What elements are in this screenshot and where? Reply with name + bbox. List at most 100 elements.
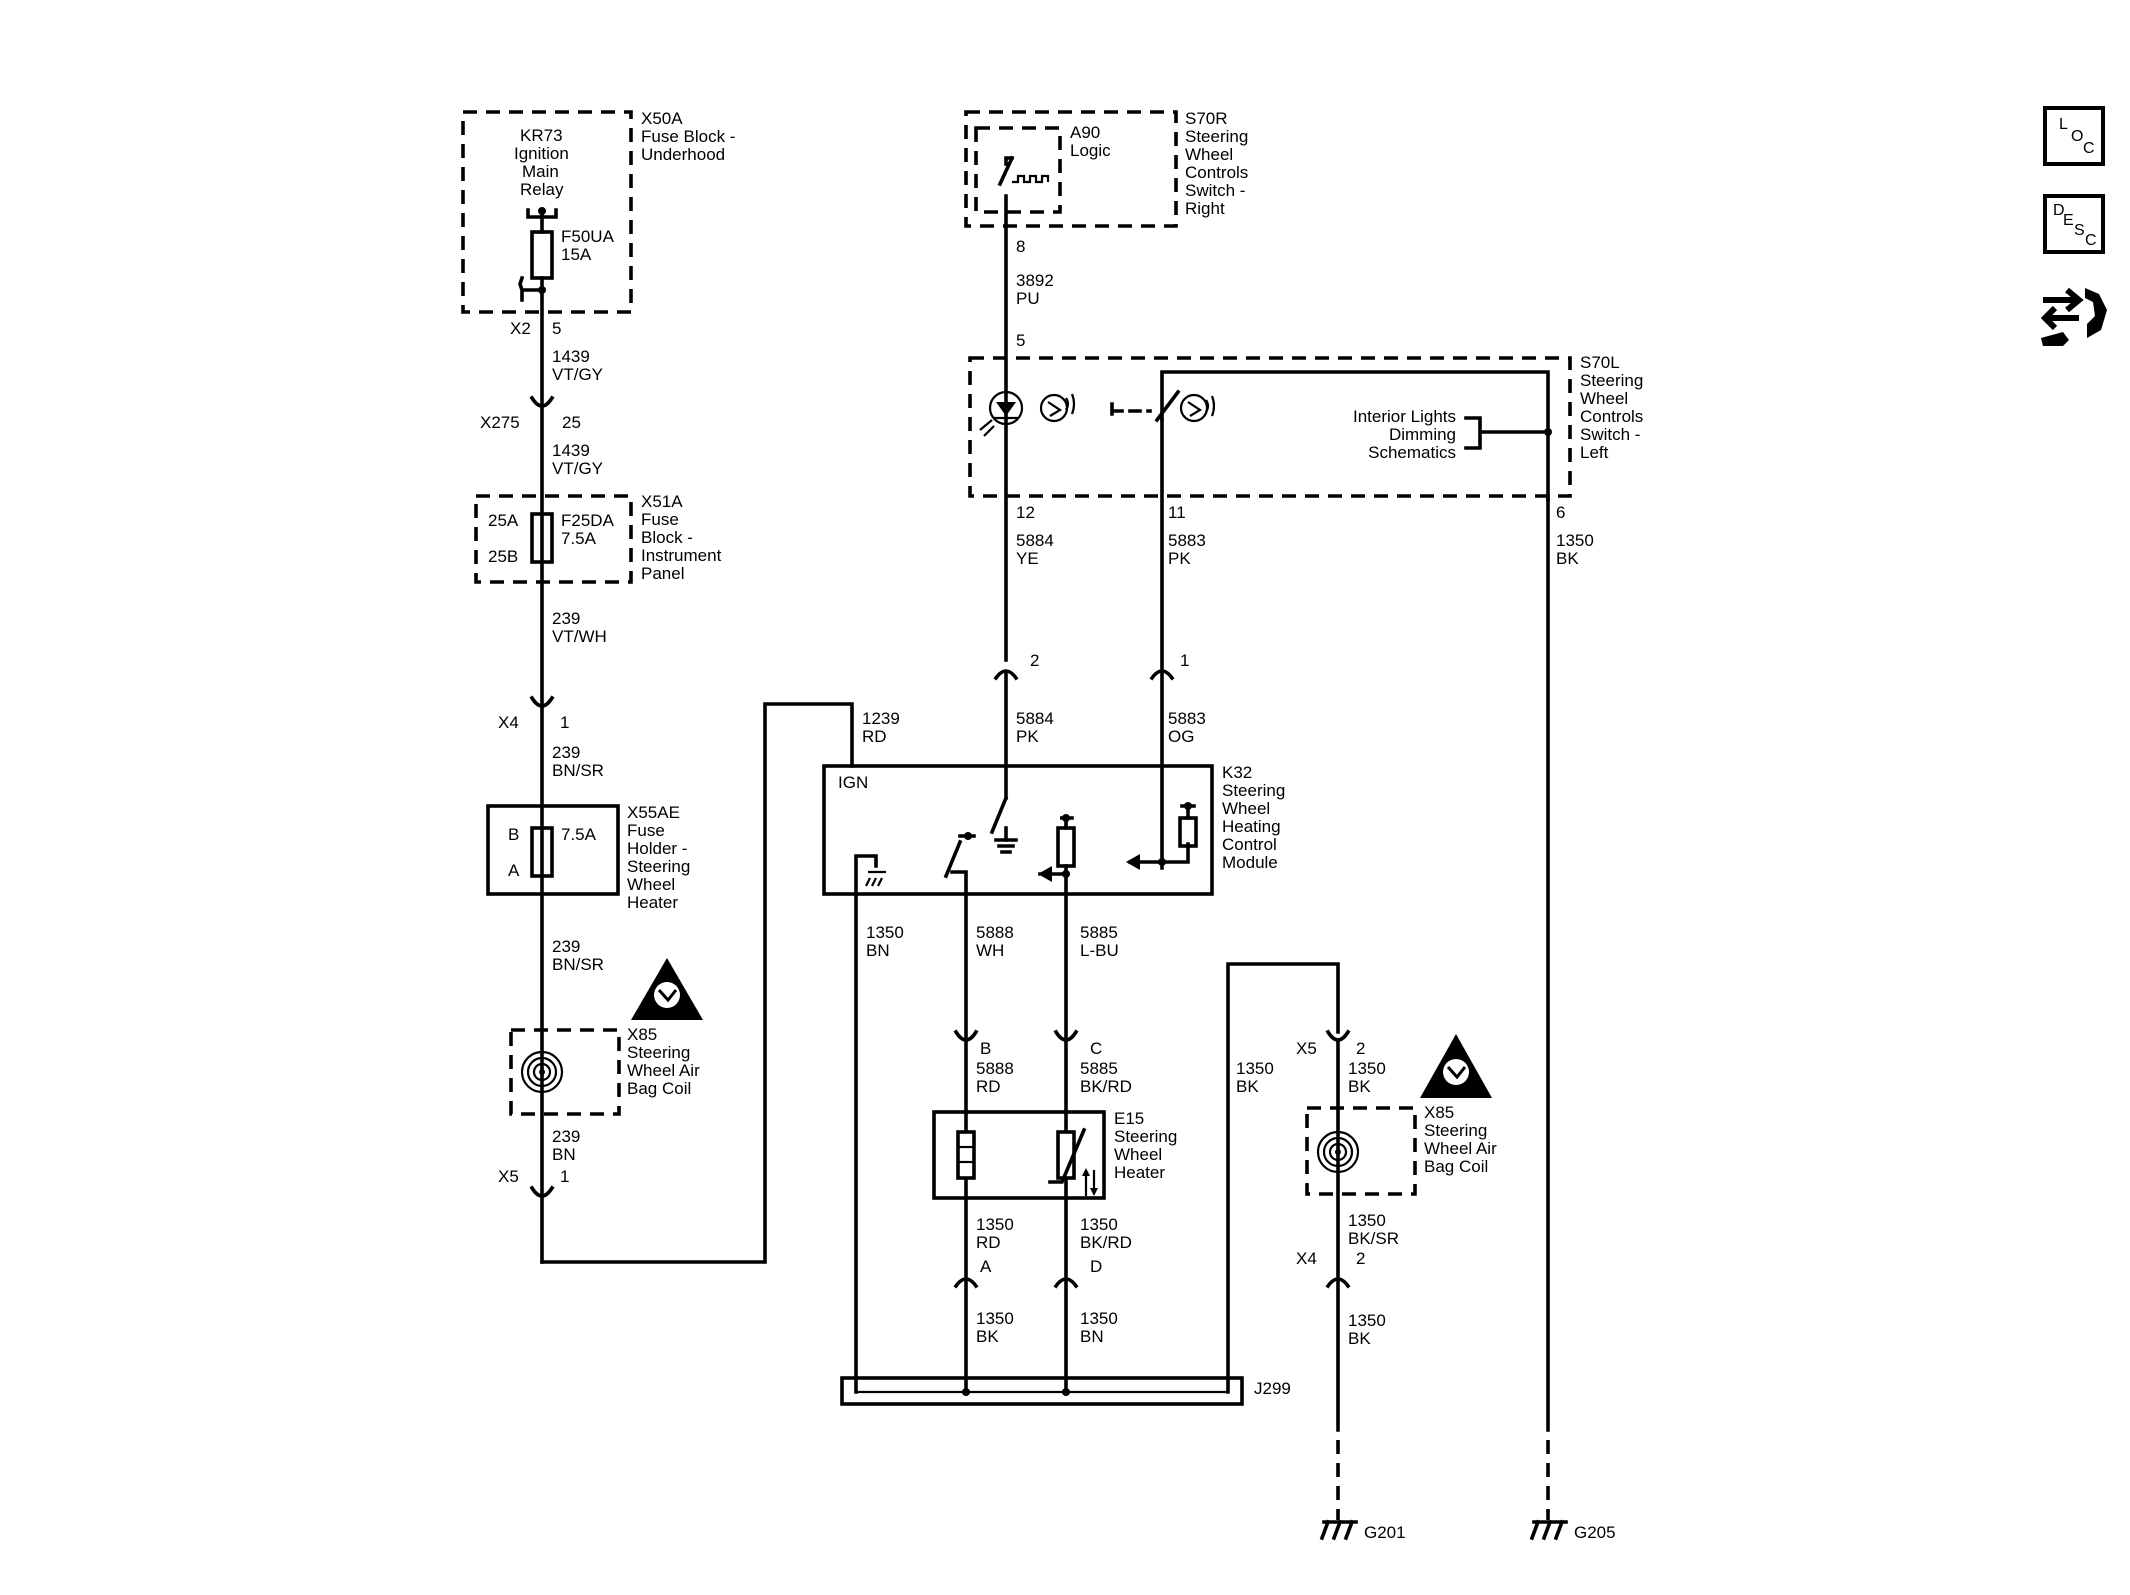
x4-left-label: X4	[498, 713, 519, 732]
heater-pin-b: B	[980, 1039, 991, 1058]
air-bag-coil-left: X85 Steering Wheel Air Bag Coil	[509, 1025, 700, 1116]
x51a-pin-25a: 25A	[488, 511, 519, 530]
x5-left-pin: 1	[560, 1167, 569, 1186]
s70r-label-3: Wheel	[1185, 145, 1233, 164]
interior-lights-ref-2: Dimming	[1389, 425, 1456, 444]
s70l-label-1: S70L	[1580, 353, 1620, 372]
wire-1439-color: VT/GY	[552, 365, 603, 384]
wire-239c-number: 239	[552, 937, 580, 956]
x4-connector-left: X4 1	[498, 695, 569, 732]
wire-1350bk-in-number: 1350	[1236, 1059, 1274, 1078]
x2-connector-label: X2	[510, 319, 531, 338]
ground-g205-label: G205	[1574, 1523, 1616, 1542]
x55ae-fuse-rating: 7.5A	[561, 825, 597, 844]
x55ae-label-5: Wheel	[627, 875, 675, 894]
steering-wheel-controls-switch-left: Interior Lights Dimming Schematics S70L …	[968, 353, 1643, 502]
fuse-f25da-label: F25DA	[561, 511, 615, 530]
x51a-label-2: Fuse	[641, 510, 679, 529]
loc-letter-c: C	[2083, 140, 2095, 157]
s70l-label-4: Controls	[1580, 407, 1643, 426]
wire-239d-color: BN	[552, 1145, 576, 1164]
wire-5884-number: 5884	[1016, 531, 1054, 550]
x51a-label-3: Block -	[641, 528, 693, 547]
x5-right-pin: 2	[1356, 1039, 1365, 1058]
x55ae-pin-a: A	[508, 861, 520, 880]
wire-1350bkrd-number: 1350	[1080, 1215, 1118, 1234]
desc-button[interactable]: D E S C	[2043, 194, 2105, 254]
air-bag-coil-right: X85 Steering Wheel Air Bag Coil	[1305, 1103, 1497, 1196]
relay-label-2: Ignition	[514, 144, 569, 163]
s70l-label-2: Steering	[1580, 371, 1643, 390]
x4-right-label: X4	[1296, 1249, 1317, 1268]
x5-left-label: X5	[498, 1167, 519, 1186]
x51a-label-1: X51A	[641, 492, 683, 511]
x55ae-label-2: Fuse	[627, 821, 665, 840]
wire-1350bk-r3-color: BK	[1348, 1329, 1371, 1348]
wire-5884pk-color: PK	[1016, 727, 1039, 746]
wire-1350bkh-color: BK	[976, 1327, 999, 1346]
wire-5884pk-number: 5884	[1016, 709, 1054, 728]
wire-1350bk-color: BK	[1556, 549, 1579, 568]
wire-1350bksr-color: BK/SR	[1348, 1229, 1399, 1248]
wire-1350bkrd-color: BK/RD	[1080, 1233, 1132, 1252]
x85-left-label-2: Steering	[627, 1043, 690, 1062]
wire-1350bk-r1-color: BK	[1348, 1077, 1371, 1096]
k32-label-2: Steering	[1222, 781, 1285, 800]
x85-right-label-4: Bag Coil	[1424, 1157, 1488, 1176]
x85-right-label-2: Steering	[1424, 1121, 1487, 1140]
s70l-pin-6: 6	[1556, 503, 1565, 522]
wire-5888wh-number: 5888	[976, 923, 1014, 942]
wire-1350bk-in-color: BK	[1236, 1077, 1259, 1096]
s70l-label-6: Left	[1580, 443, 1609, 462]
wire-239b-number: 239	[552, 743, 580, 762]
wire-1350bn-color: BN	[866, 941, 890, 960]
wire-5888rd-number: 5888	[976, 1059, 1014, 1078]
wire-1350bksr-number: 1350	[1348, 1211, 1386, 1230]
heater-pin-c: C	[1090, 1039, 1102, 1058]
wire-239b-color: BN/SR	[552, 761, 604, 780]
module-in-pin-1: 1	[1180, 651, 1189, 670]
s70l-pin-11: 11	[1168, 503, 1186, 522]
x275-label: X275	[480, 413, 520, 432]
loc-letter-l: L	[2059, 116, 2068, 133]
loc-letter-o: O	[2071, 128, 2084, 145]
wire-3892-number: 3892	[1016, 271, 1054, 290]
x85-left-label-1: X85	[627, 1025, 657, 1044]
fuse-block-underhood: KR73 Ignition Main Relay F50UA 15A X50A …	[461, 109, 735, 314]
x275-pin: 25	[562, 413, 581, 432]
x51a-pin-25b: 25B	[488, 547, 518, 566]
a90-label-2: Logic	[1070, 141, 1111, 160]
splice-label: J299	[1254, 1379, 1291, 1398]
ground-g201-label: G201	[1364, 1523, 1406, 1542]
x51a-label-5: Panel	[641, 564, 684, 583]
wire-5885lbu-color: L-BU	[1080, 941, 1119, 960]
fuse-f25da-rating: 7.5A	[561, 529, 597, 548]
e15-label-1: E15	[1114, 1109, 1144, 1128]
x55ae-label-6: Heater	[627, 893, 678, 912]
airbag-warning-icon-right	[1420, 1034, 1492, 1098]
wire-239-number: 239	[552, 609, 580, 628]
wire-1350bk-number: 1350	[1556, 531, 1594, 550]
steering-wheel-controls-switch-right: A90 Logic S70R Steering Wheel Controls S…	[964, 109, 1248, 228]
wire-1239-color: RD	[862, 727, 887, 746]
wire-239-color: VT/WH	[552, 627, 607, 646]
wire-5883-number: 5883	[1168, 531, 1206, 550]
k32-label-3: Wheel	[1222, 799, 1270, 818]
wire-1439b-color: VT/GY	[552, 459, 603, 478]
x4-left-pin: 1	[560, 713, 569, 732]
loc-button[interactable]: L O C	[2043, 106, 2105, 166]
x55ae-pin-b: B	[508, 825, 519, 844]
s70r-label-6: Right	[1185, 199, 1225, 218]
wire-1350bnh-number: 1350	[1080, 1309, 1118, 1328]
wire-1350bkh-number: 1350	[976, 1309, 1014, 1328]
block-label-1: X50A	[641, 109, 683, 128]
x85-left-label-4: Bag Coil	[627, 1079, 691, 1098]
fuse-f50ua-rating: 15A	[561, 245, 592, 264]
relay-label-3: Main	[522, 162, 559, 181]
s70l-pin-5: 5	[1016, 331, 1025, 350]
e15-label-2: Steering	[1114, 1127, 1177, 1146]
s70r-label-1: S70R	[1185, 109, 1228, 128]
diagnostic-connector-icon[interactable]	[2035, 280, 2115, 350]
splice-j299: J299	[840, 1376, 1291, 1406]
k32-label-4: Heating	[1222, 817, 1281, 836]
